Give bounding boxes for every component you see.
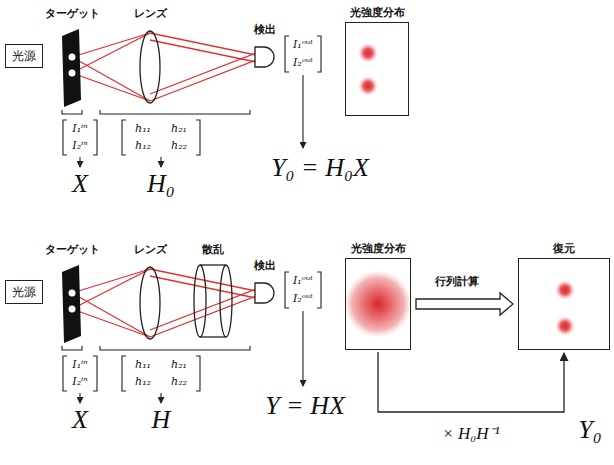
detector: [255, 283, 274, 303]
matrix-entry: I₂ⁱⁿ: [72, 376, 87, 388]
rays: [72, 33, 256, 101]
matrix-entry: I₂ⁱⁿ: [72, 140, 87, 152]
pinhole: [69, 306, 76, 313]
scatter-medium: [194, 265, 232, 337]
light-source-box: 光源: [5, 44, 43, 68]
light-spot: [555, 280, 575, 300]
matrix-entry: I₁ᵒᵘᵗ: [293, 39, 313, 51]
part-label: ターゲット: [45, 8, 100, 20]
frame-heading: 光強度分布: [351, 241, 406, 256]
matrix-entry: h₂₂: [171, 140, 187, 152]
lens: [140, 31, 160, 103]
light-spot: [555, 316, 575, 336]
edge-label: × H₀H⁻¹: [440, 421, 501, 444]
light-source-box: 光源: [5, 280, 43, 304]
rays: [72, 269, 256, 337]
matrix-entry: h₂₁: [171, 359, 187, 371]
math-symbol: Y = HX: [265, 392, 345, 421]
math-symbol: X: [72, 406, 88, 435]
matrix-bracket: [62, 272, 321, 391]
image-frame: 光強度分布: [345, 258, 411, 350]
image-frame: 光強度分布: [345, 22, 409, 116]
matrix-entry: h₁₁: [135, 123, 151, 135]
part-label: レンズ: [134, 8, 167, 20]
matrix-entry: I₁ⁱⁿ: [72, 123, 87, 135]
math-symbol: X: [72, 170, 88, 199]
box-label: 光源: [12, 284, 36, 301]
edge-label: 行列計算: [433, 274, 481, 289]
pinhole: [69, 54, 76, 61]
target-plate: [62, 29, 81, 107]
frame-heading: 復元: [553, 241, 575, 256]
math-symbol: H₀: [147, 170, 175, 199]
matrix-bracket: [62, 36, 321, 155]
math-symbol: Y₀ = H₀X: [271, 154, 369, 183]
math-symbol: H: [152, 406, 171, 435]
down-arrow: [80, 75, 303, 167]
box-label: 光源: [12, 48, 36, 65]
matrix-entry: I₁ᵒᵘᵗ: [293, 275, 313, 287]
part-label: 検出: [254, 24, 276, 36]
pinhole: [69, 290, 76, 297]
lens: [140, 267, 160, 339]
math-symbol: Y₀: [578, 416, 602, 445]
connector: [378, 352, 564, 412]
matrix-entry: h₂₁: [171, 123, 187, 135]
matrix-entry: I₂ᵒᵘᵗ: [293, 57, 313, 69]
matrix-entry: h₁₂: [135, 376, 151, 388]
pinhole: [69, 70, 76, 77]
image-frame: 復元: [518, 258, 610, 350]
frame-heading: 光強度分布: [350, 5, 405, 20]
matrix-entry: h₂₂: [171, 376, 187, 388]
matrix-entry: I₂ᵒᵘᵗ: [293, 293, 313, 305]
matrix-entry: h₁₁: [135, 359, 151, 371]
part-label: レンズ: [134, 244, 167, 256]
part-label: ターゲット: [45, 244, 100, 256]
light-spot: [358, 76, 378, 96]
part-label: 検出: [254, 260, 276, 272]
down-arrow: [80, 311, 303, 403]
detector: [255, 47, 274, 67]
matrix-entry: h₁₂: [135, 140, 151, 152]
target-plate: [62, 265, 81, 343]
light-spot: [358, 43, 378, 63]
block-arrow: [416, 293, 513, 315]
matrix-entry: I₁ⁱⁿ: [72, 359, 87, 371]
part-label: 散乱: [202, 244, 224, 256]
blurred-spot: [345, 271, 411, 337]
